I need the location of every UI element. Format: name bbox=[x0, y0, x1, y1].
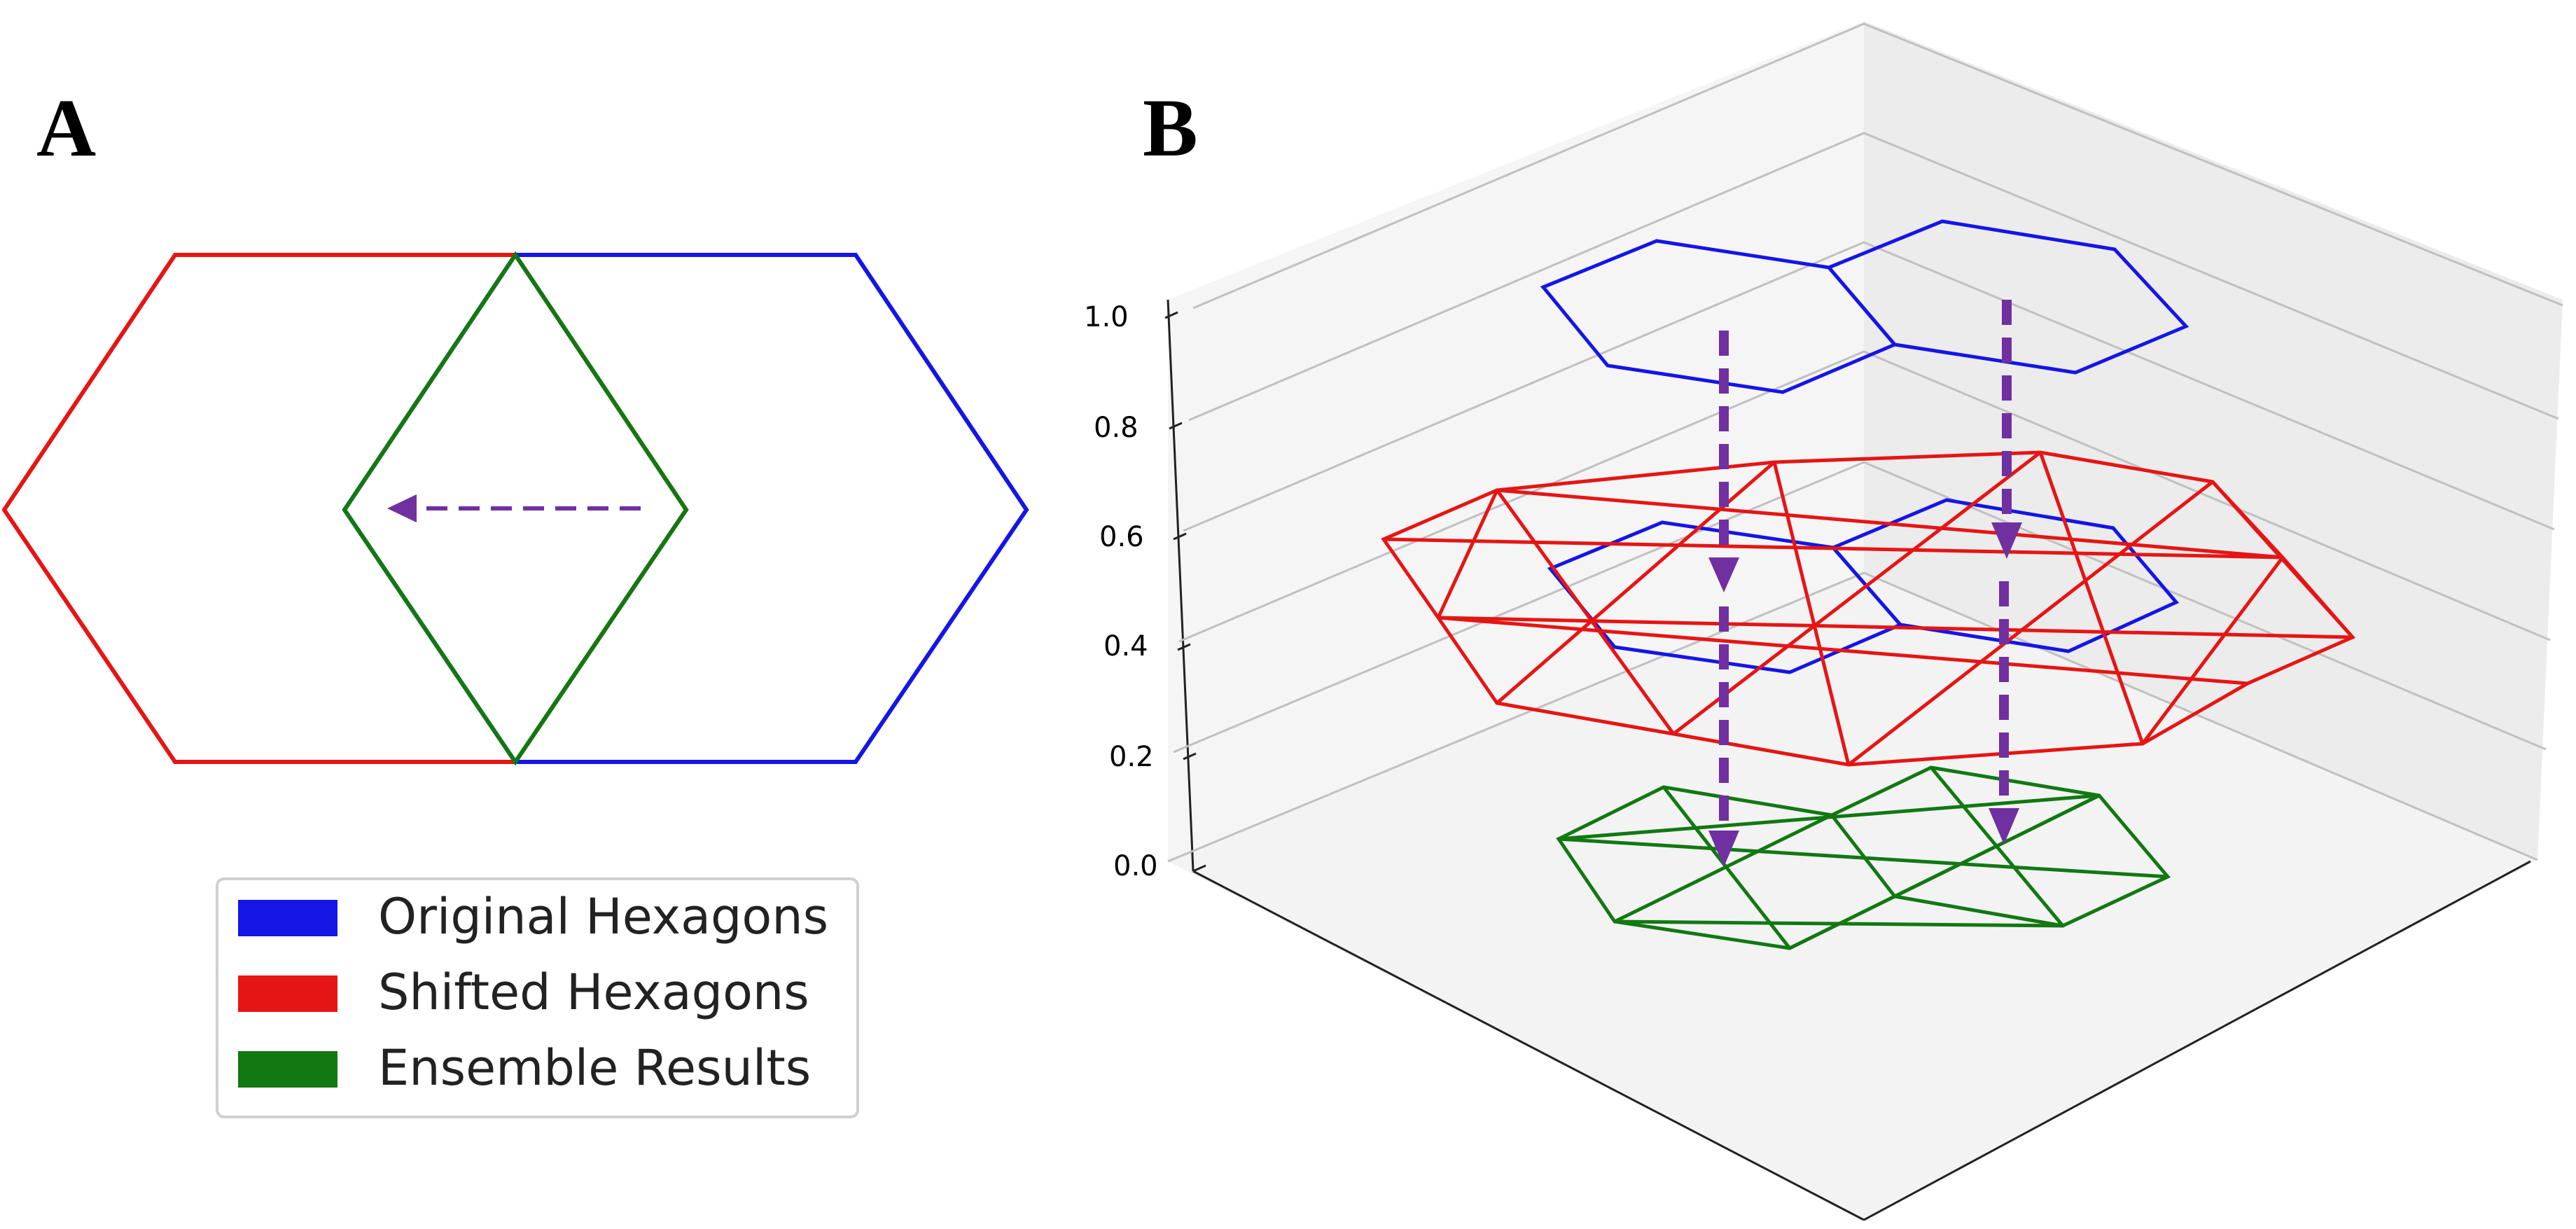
layer-original-midlevel bbox=[1547, 498, 2180, 674]
z-tick-2: 0.4 bbox=[1103, 630, 1148, 662]
legend-swatch-ensemble bbox=[238, 1051, 337, 1088]
pane-floor bbox=[1168, 573, 2537, 1220]
projection-arrow-1-lower-head-icon bbox=[1708, 831, 1739, 867]
shift-arrow-head-icon bbox=[387, 494, 417, 522]
legend-swatch-original bbox=[238, 900, 337, 936]
panel-b: B 0.0 0.2 0.4 0.6 0.8 bbox=[1084, 21, 2563, 1221]
z-tick-3: 0.6 bbox=[1099, 521, 1144, 553]
projection-arrow-2-lower-head-icon bbox=[1989, 808, 2019, 845]
legend-frame bbox=[216, 877, 859, 1118]
legend-label-ensemble: Ensemble Results bbox=[378, 1039, 811, 1097]
legend-label-original: Original Hexagons bbox=[378, 888, 828, 945]
layer-original-hexagons bbox=[1540, 219, 2189, 394]
projection-arrow-1-upper-head-icon bbox=[1708, 557, 1739, 592]
projection-arrows bbox=[1708, 300, 2022, 867]
pane-right-wall bbox=[1864, 21, 2563, 860]
legend-label-shifted: Shifted Hexagons bbox=[378, 964, 809, 1021]
z-tick-0: 0.0 bbox=[1113, 850, 1158, 882]
panel-b-label: B bbox=[1143, 82, 1198, 174]
wall-gridlines bbox=[1167, 22, 2563, 863]
panel-a: A Original Hexagons Shifted Hexagons Ens… bbox=[1, 82, 1029, 1118]
ensemble-rhombus bbox=[342, 251, 689, 766]
z-ticks bbox=[1164, 311, 1206, 873]
projection-arrow-2-upper-head-icon bbox=[1991, 522, 2022, 559]
z-tick-1: 0.2 bbox=[1109, 741, 1154, 773]
floor-edge-right bbox=[1863, 860, 2531, 1221]
layer-ensemble-grid bbox=[1556, 765, 2171, 950]
panel-a-label: A bbox=[36, 82, 96, 174]
pane-left-wall bbox=[1168, 21, 1864, 861]
floor-edge-left bbox=[1192, 870, 1865, 1221]
z-tick-5: 1.0 bbox=[1084, 301, 1129, 333]
legend: Original Hexagons Shifted Hexagons Ensem… bbox=[216, 877, 859, 1118]
legend-swatch-shifted bbox=[238, 975, 337, 1012]
z-axis-line bbox=[1167, 299, 1195, 872]
z-tick-4: 0.8 bbox=[1094, 412, 1139, 444]
